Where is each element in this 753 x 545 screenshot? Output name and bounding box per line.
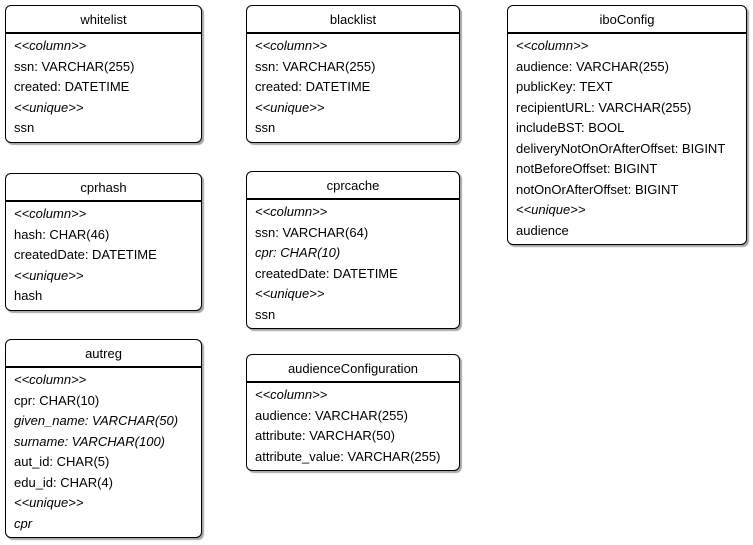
stereotype-column: <<column>> <box>255 38 328 53</box>
unique-key-audience: audience <box>516 222 569 238</box>
field-hash: hash: CHAR(46) <box>14 226 110 242</box>
field-aut-id: aut_id: CHAR(5) <box>14 454 110 469</box>
table-iboConfig-body: <<column>> audience: VARCHAR(255) public… <box>508 34 746 244</box>
table-blacklist: blacklist <<column>> ssn: VARCHAR(255) c… <box>246 5 460 143</box>
field-edu-id: edu_id: CHAR(4) <box>14 474 113 490</box>
field-deliveryNotOnOrAfterOffset: deliveryNotOnOrAfterOffset: BIGINT <box>516 140 726 156</box>
field-ssn: ssn: VARCHAR(255) <box>14 58 135 74</box>
field-audience: audience: VARCHAR(255) <box>516 58 669 74</box>
stereotype-column: <<column>> <box>14 206 87 221</box>
table-blacklist-body: <<column>> ssn: VARCHAR(255) created: DA… <box>247 34 459 142</box>
unique-key-ssn: ssn <box>14 120 35 135</box>
table-audienceConfiguration: audienceConfiguration <<column>> audienc… <box>246 354 460 471</box>
field-recipientURL: recipientURL: VARCHAR(255) <box>516 99 692 115</box>
table-audienceConfiguration-title: audienceConfiguration <box>247 355 459 383</box>
table-cprcache: cprcache <<column>> ssn: VARCHAR(64) cpr… <box>246 171 460 329</box>
field-notOnOrAfterOffset: notOnOrAfterOffset: BIGINT <box>516 181 679 197</box>
table-whitelist-body: <<column>> ssn: VARCHAR(255) created: DA… <box>6 34 201 142</box>
table-cprcache-body: <<column>> ssn: VARCHAR(64) cpr: CHAR(10… <box>247 200 459 328</box>
table-audienceConfiguration-body: <<column>> audience: VARCHAR(255) attrib… <box>247 383 459 470</box>
table-cprhash-title: cprhash <box>6 174 201 202</box>
field-created: created: DATETIME <box>14 79 130 94</box>
stereotype-unique: <<unique>> <box>255 286 325 301</box>
field-cpr: cpr: CHAR(10) <box>14 392 100 408</box>
table-autreg: autreg <<column>> cpr: CHAR(10) given_na… <box>5 339 202 538</box>
table-iboConfig-title: iboConfig <box>508 6 746 34</box>
field-createdDate: createdDate: DATETIME <box>255 265 398 281</box>
field-publicKey: publicKey: TEXT <box>516 79 613 94</box>
stereotype-unique: <<unique>> <box>14 267 84 283</box>
table-autreg-title: autreg <box>6 340 201 368</box>
field-ssn: ssn: VARCHAR(64) <box>255 224 369 240</box>
field-attribute-value: attribute_value: VARCHAR(255) <box>255 448 441 464</box>
field-attribute: attribute: VARCHAR(50) <box>255 428 395 443</box>
stereotype-column: <<column>> <box>255 387 328 402</box>
field-given-name: given_name: VARCHAR(50) <box>14 413 179 428</box>
table-cprhash: cprhash <<column>> hash: CHAR(46) create… <box>5 173 202 311</box>
stereotype-column: <<column>> <box>14 372 87 387</box>
stereotype-column: <<column>> <box>516 38 589 53</box>
field-includeBST: includeBST: BOOL <box>516 120 625 135</box>
field-notBeforeOffset: notBeforeOffset: BIGINT <box>516 161 658 176</box>
unique-key-ssn: ssn <box>255 120 276 135</box>
field-createdDate: createdDate: DATETIME <box>14 247 157 262</box>
stereotype-unique: <<unique>> <box>14 495 84 510</box>
table-whitelist-title: whitelist <box>6 6 201 34</box>
stereotype-column: <<column>> <box>14 38 87 53</box>
field-ssn: ssn: VARCHAR(255) <box>255 58 376 74</box>
table-blacklist-title: blacklist <box>247 6 459 34</box>
unique-key-ssn: ssn <box>255 306 276 322</box>
field-cpr: cpr: CHAR(10) <box>255 245 341 260</box>
table-iboConfig: iboConfig <<column>> audience: VARCHAR(2… <box>507 5 747 245</box>
unique-key-cpr: cpr <box>14 515 33 531</box>
field-audience: audience: VARCHAR(255) <box>255 407 408 423</box>
stereotype-unique: <<unique>> <box>14 99 84 115</box>
stereotype-unique: <<unique>> <box>255 99 325 115</box>
table-cprcache-title: cprcache <box>247 172 459 200</box>
stereotype-unique: <<unique>> <box>516 202 586 217</box>
field-surname: surname: VARCHAR(100) <box>14 433 165 449</box>
table-whitelist: whitelist <<column>> ssn: VARCHAR(255) c… <box>5 5 202 143</box>
table-cprhash-body: <<column>> hash: CHAR(46) createdDate: D… <box>6 202 201 310</box>
unique-key-hash: hash <box>14 288 43 303</box>
field-created: created: DATETIME <box>255 79 371 94</box>
stereotype-column: <<column>> <box>255 204 328 219</box>
table-autreg-body: <<column>> cpr: CHAR(10) given_name: VAR… <box>6 368 201 537</box>
